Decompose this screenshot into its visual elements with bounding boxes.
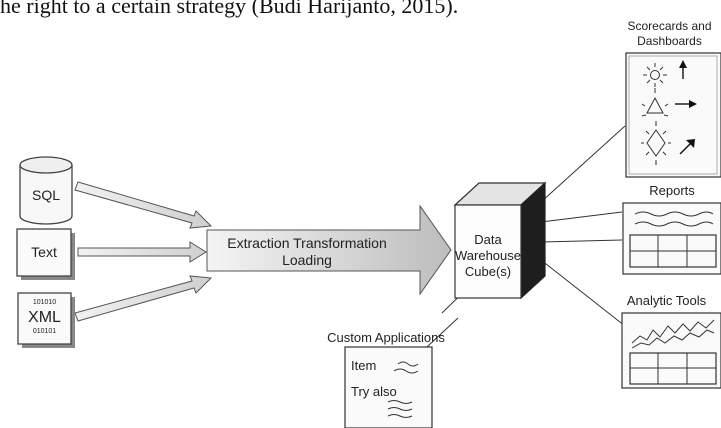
body-text-fragment: he right to a certain strategy (Budi Har… xyxy=(0,0,459,18)
etl-label-line1: Extraction Transformation xyxy=(227,235,387,251)
etl-label-line2: Loading xyxy=(282,252,332,268)
arrow-up-right-icon xyxy=(679,139,695,155)
sql-database-icon xyxy=(19,156,73,225)
arrow-up-icon xyxy=(679,60,687,79)
xml-document-icon xyxy=(17,292,75,348)
triangle-warning-icon xyxy=(641,88,669,117)
analytic-tools-panel xyxy=(621,312,721,389)
warehouse-label-line1: Data xyxy=(474,232,502,247)
text-label: Text xyxy=(31,244,57,260)
text-to-etl-arrow xyxy=(77,241,207,263)
sql-label: SQL xyxy=(31,187,60,203)
scorecards-panel xyxy=(625,52,721,178)
warehouse-label-line3: Cube(s) xyxy=(464,264,512,279)
sun-icon xyxy=(643,63,667,87)
sql-to-etl-arrow xyxy=(74,181,213,229)
custom-applications-panel xyxy=(344,346,433,428)
text-document-icon xyxy=(16,228,75,280)
data-warehouse-cube xyxy=(453,181,547,300)
xml-to-etl-arrow xyxy=(74,275,213,322)
diamond-icon xyxy=(641,121,671,165)
arrow-right-icon xyxy=(675,100,697,108)
reports-panel xyxy=(622,202,721,275)
scorecards-title-line1: Scorecards and xyxy=(627,19,712,33)
scorecards-title-line2: Dashboards xyxy=(637,34,702,48)
xml-bits-bottom: 010101 xyxy=(32,328,57,335)
custom-try-also-label: Try also xyxy=(351,384,397,399)
custom-applications-title: Custom Applications xyxy=(327,330,445,345)
reports-title: Reports xyxy=(649,183,695,198)
custom-item-label: Item xyxy=(351,358,377,373)
xml-label: XML xyxy=(28,309,61,326)
analytic-tools-title: Analytic Tools xyxy=(626,293,707,308)
warehouse-label-line2: Warehouse xyxy=(455,248,521,263)
xml-bits-top: 101010 xyxy=(32,299,57,306)
etl-arrow xyxy=(206,204,452,296)
